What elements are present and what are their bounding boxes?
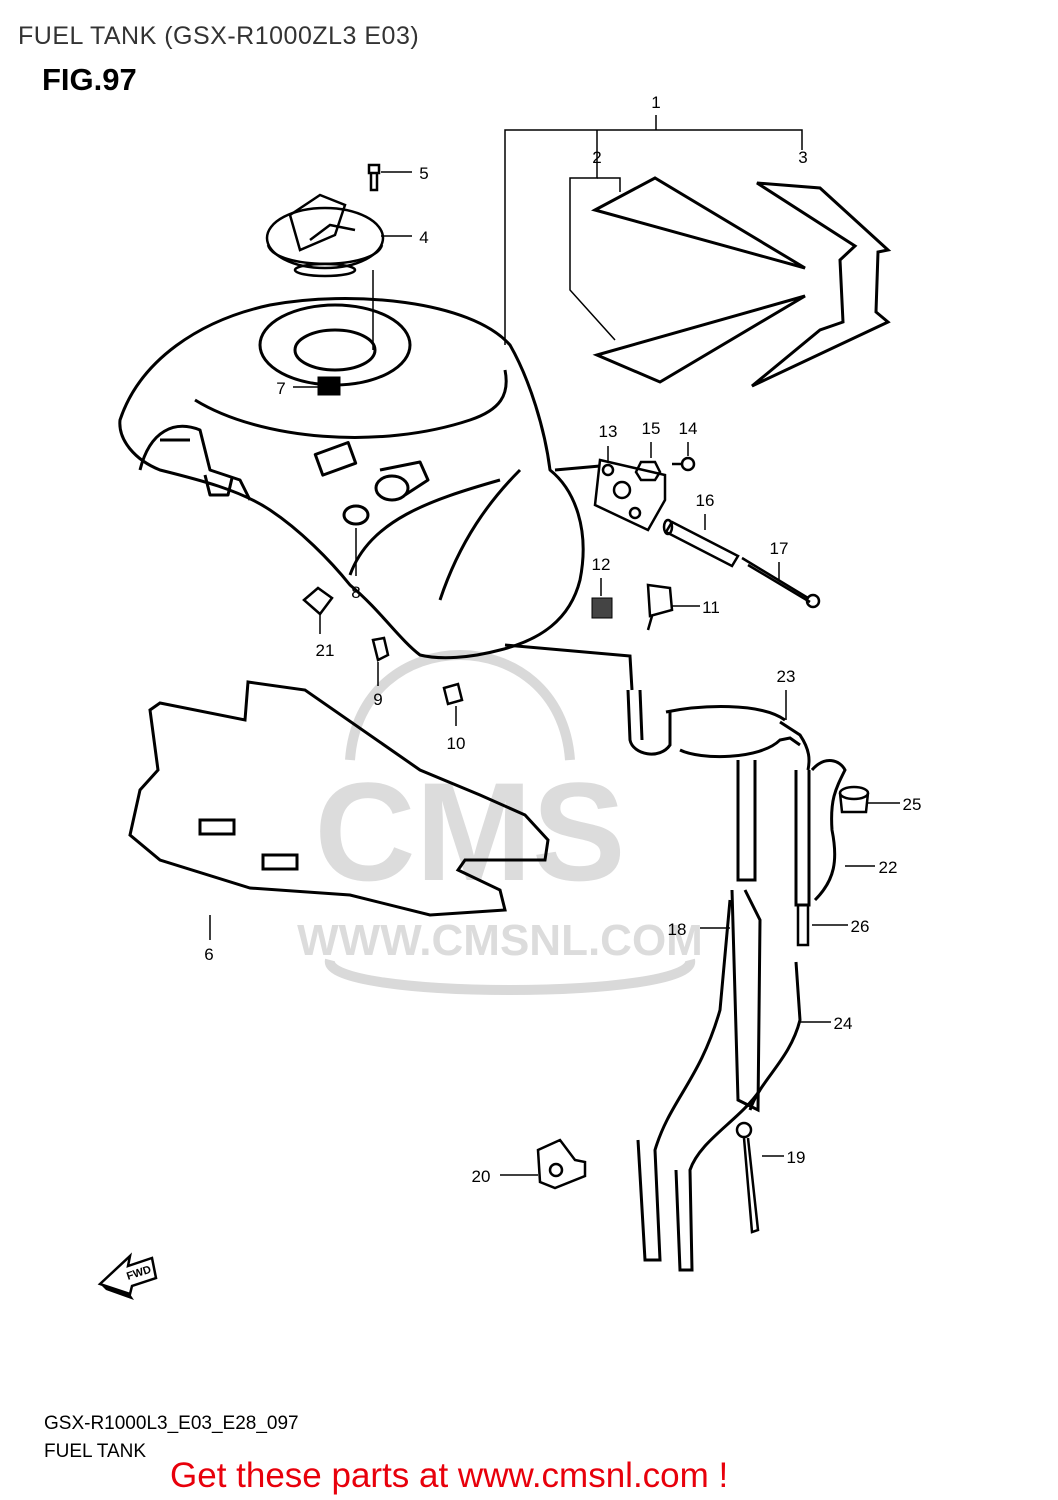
bracket-nut xyxy=(634,460,662,482)
watermark-url: WWW.CMSNL.COM xyxy=(297,916,703,965)
fwd-arrow: FWD xyxy=(97,1252,158,1300)
cable-tie xyxy=(735,1121,760,1234)
callout-7: 7 xyxy=(276,379,285,398)
hose-joint xyxy=(796,903,810,947)
tank-bracket xyxy=(593,458,667,532)
leader-lines-group xyxy=(504,115,803,345)
callout-15: 15 xyxy=(642,419,661,438)
watermark-brand: CMS xyxy=(314,753,625,910)
callout-22: 22 xyxy=(879,858,898,877)
tank-pad xyxy=(128,680,550,917)
diagram-subtitle: FUEL TANK xyxy=(44,1441,147,1462)
callout-1: 1 xyxy=(651,93,660,112)
callout-14: 14 xyxy=(679,419,698,438)
watermark-logo xyxy=(325,650,695,995)
fuel-pump xyxy=(265,193,385,278)
fuel-tank xyxy=(118,297,601,660)
diagram-code: GSX-R1000L3_E03_E28_097 xyxy=(44,1413,299,1434)
bracket-bolt xyxy=(672,456,696,472)
callout-8: 8 xyxy=(351,583,360,602)
callout-2: 2 xyxy=(592,148,601,167)
hose-cap xyxy=(838,785,870,814)
callout-4: 4 xyxy=(419,228,428,247)
decal-right xyxy=(751,181,892,388)
callout-23: 23 xyxy=(777,667,796,686)
callout-25: 25 xyxy=(903,795,922,814)
callout-17: 17 xyxy=(770,539,789,558)
callout-13: 13 xyxy=(599,422,618,441)
figure-number: FIG.97 xyxy=(42,62,137,97)
mounting-collar xyxy=(662,518,740,568)
callout-6: 6 xyxy=(204,945,213,964)
fuel-sensor xyxy=(646,583,674,631)
diagram-title: FUEL TANK (GSX-R1000ZL3 E03) xyxy=(18,22,420,50)
small-clip xyxy=(371,636,390,662)
callout-18: 18 xyxy=(668,920,687,939)
callout-9: 9 xyxy=(373,690,382,709)
callout-3: 3 xyxy=(798,148,807,167)
callout-20: 20 xyxy=(472,1167,491,1186)
grommet xyxy=(591,597,613,619)
callout-21: 21 xyxy=(316,641,335,660)
pump-bolt xyxy=(367,163,381,192)
callout-5: 5 xyxy=(419,164,428,183)
callout-19: 19 xyxy=(787,1148,806,1167)
callout-16: 16 xyxy=(696,491,715,510)
callout-11: 11 xyxy=(702,598,720,617)
decal-left xyxy=(590,176,806,384)
hose-clamp xyxy=(536,1138,587,1190)
callout-12: 12 xyxy=(592,555,611,574)
cushion xyxy=(442,682,464,706)
callout-10: 10 xyxy=(447,734,466,753)
callout-24: 24 xyxy=(834,1014,853,1033)
long-bolt xyxy=(741,556,821,609)
callout-26: 26 xyxy=(851,917,870,936)
hoses-group xyxy=(504,643,847,1272)
tank-cap xyxy=(317,376,341,396)
cta-link[interactable]: Get these parts at www.cmsnl.com ! xyxy=(170,1456,729,1495)
clip-left xyxy=(302,586,334,616)
